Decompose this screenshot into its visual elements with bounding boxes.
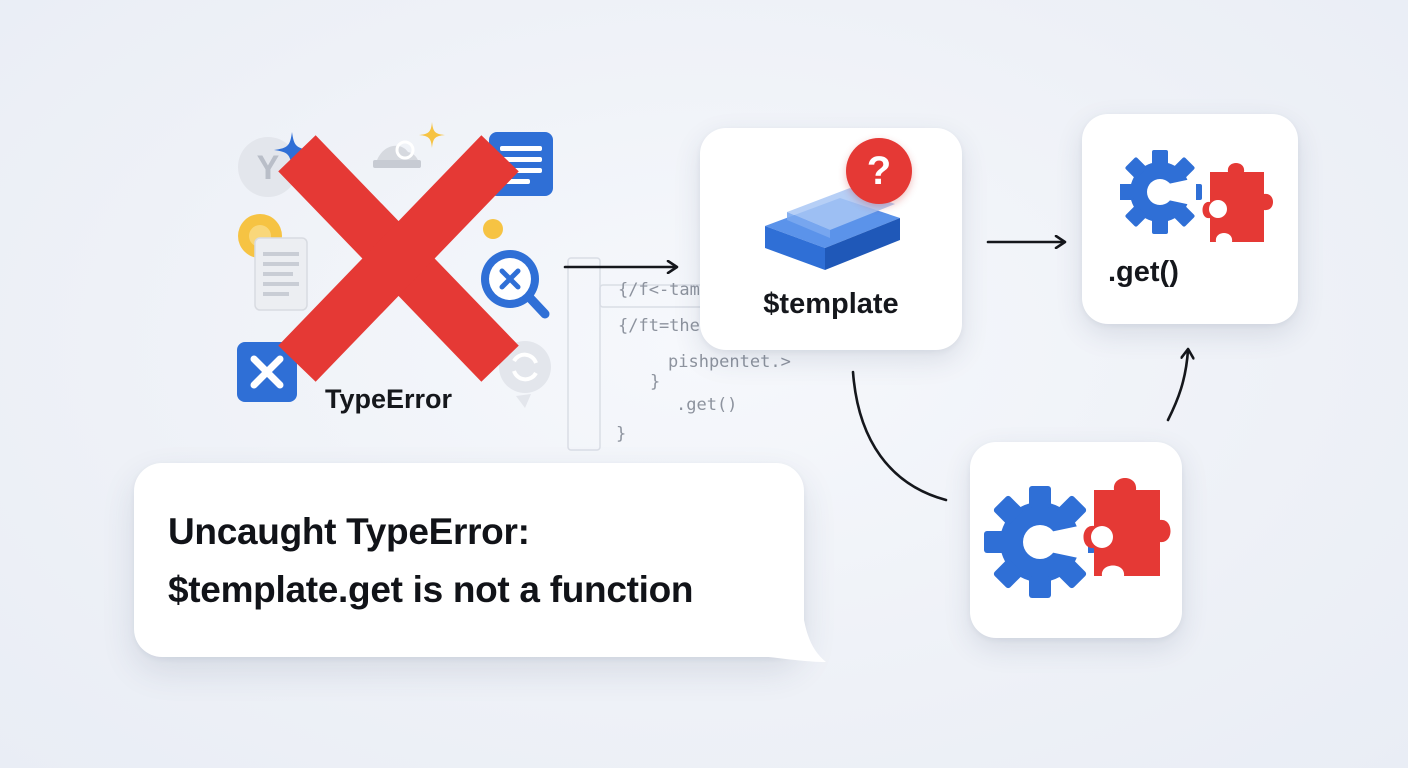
plugin-card	[970, 442, 1182, 638]
y-badge-icon: Y	[238, 137, 298, 197]
code-line: pishpentet.>	[668, 352, 791, 372]
key-lock-icon	[373, 122, 445, 168]
error-cluster: Y	[230, 120, 560, 430]
bubble-tail	[760, 620, 826, 662]
error-message-text: Uncaught TypeError: $template.get is not…	[168, 503, 694, 619]
error-message-line-1: Uncaught TypeError:	[168, 511, 530, 552]
svg-text:Y: Y	[257, 149, 280, 187]
code-line: .get()	[676, 395, 738, 415]
close-box-icon	[237, 342, 297, 402]
text-page-icon	[254, 237, 308, 311]
accent-dot	[483, 219, 503, 239]
arrow-plugin-to-get	[1166, 350, 1188, 422]
get-card: .get()	[1082, 114, 1298, 324]
error-cluster-graphic: Y	[237, 122, 553, 408]
search-x-icon	[481, 250, 550, 319]
curve-template-to-plugin	[851, 370, 948, 502]
error-message-line-2: $template.get is not a function	[168, 569, 694, 610]
code-line: {/f<-tam	[618, 280, 700, 300]
gear-puzzle-icon	[1120, 150, 1273, 242]
get-label: .get()	[1108, 256, 1179, 288]
typeerror-label: TypeError	[325, 384, 453, 414]
sparkle-icon	[274, 132, 310, 168]
question-badge: ?	[846, 138, 912, 204]
gear-puzzle-icon	[984, 478, 1171, 598]
refresh-badge-icon	[499, 341, 551, 408]
code-line: }	[650, 372, 661, 392]
error-message-bubble: Uncaught TypeError: $template.get is not…	[134, 463, 804, 657]
code-line: }	[616, 424, 627, 444]
question-mark: ?	[866, 149, 892, 193]
red-x-cross-icon	[278, 135, 519, 382]
template-card: ? $template	[700, 128, 962, 350]
template-label: $template	[763, 288, 899, 320]
database-block-icon	[765, 188, 900, 270]
code-line: {/ft=the	[618, 316, 700, 336]
